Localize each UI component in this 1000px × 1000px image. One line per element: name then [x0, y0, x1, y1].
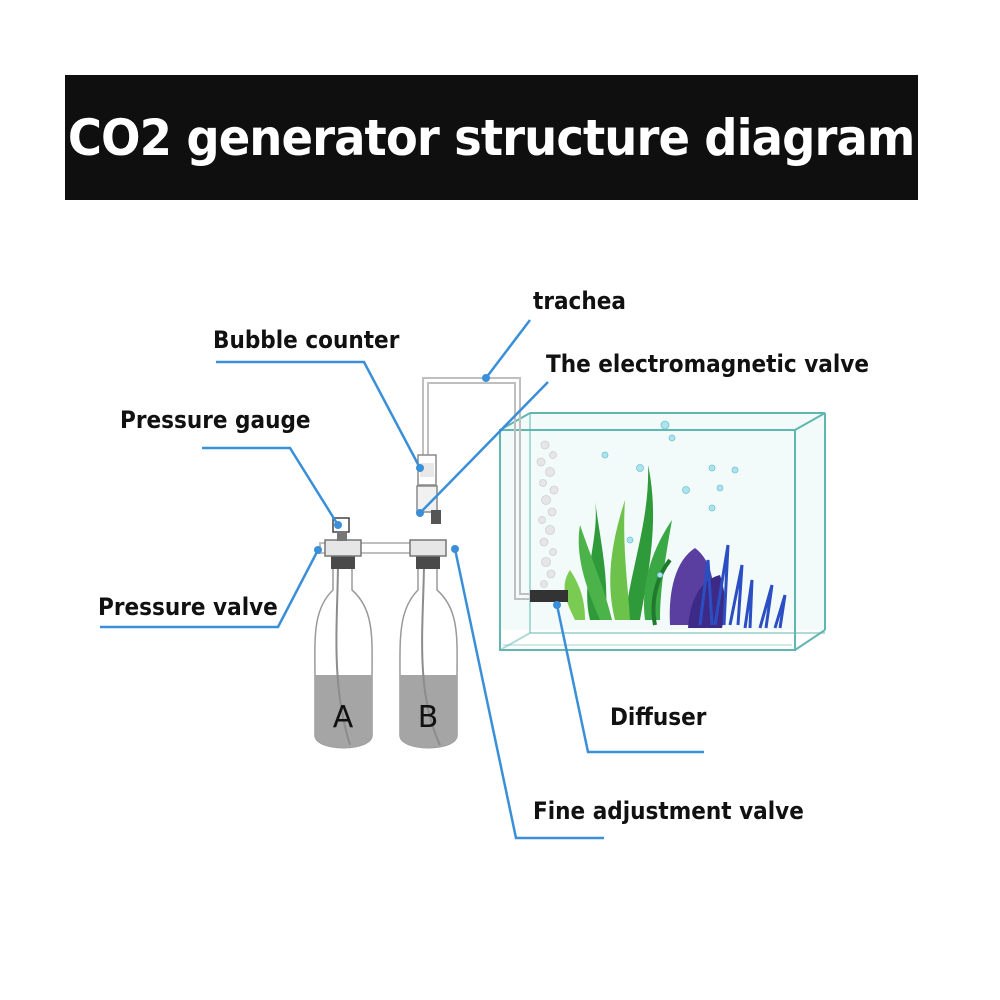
label-fine-adjustment-valve: Fine adjustment valve: [533, 797, 804, 825]
bottle-a-label: A: [333, 700, 354, 735]
bottle-b: [399, 539, 458, 749]
label-trachea: trachea: [533, 287, 626, 315]
bottle-a: [314, 517, 373, 749]
label-pressure-valve: Pressure valve: [98, 593, 278, 621]
label-pressure-gauge: Pressure gauge: [120, 406, 311, 434]
label-bubble-counter: Bubble counter: [213, 326, 400, 354]
leader-dots: [314, 374, 561, 609]
diagram-title: CO2 generator structure diagram: [68, 108, 916, 167]
leader-bubble-counter: [216, 360, 422, 469]
title-banner: CO2 generator structure diagram: [65, 75, 918, 200]
leader-trachea: [485, 319, 531, 379]
leader-electromagnetic-valve: [419, 381, 549, 514]
aquarium-plants: [564, 465, 787, 629]
leader-pressure-gauge: [202, 446, 340, 526]
electromagnetic-valve-shape: [416, 485, 441, 524]
diffuser-shape: [530, 590, 568, 602]
leader-diffuser: [555, 604, 704, 754]
label-diffuser: Diffuser: [610, 703, 707, 731]
water-bubbles: [601, 420, 739, 578]
bottle-b-label: B: [418, 700, 439, 735]
aquarium-tank: [499, 412, 826, 651]
leader-lines: [100, 319, 704, 840]
label-electromagnetic-valve: The electromagnetic valve: [546, 350, 870, 378]
leader-pressure-valve: [100, 549, 320, 629]
leader-fine-adjustment-valve: [453, 548, 604, 840]
co2-bubble-column: [536, 440, 559, 588]
